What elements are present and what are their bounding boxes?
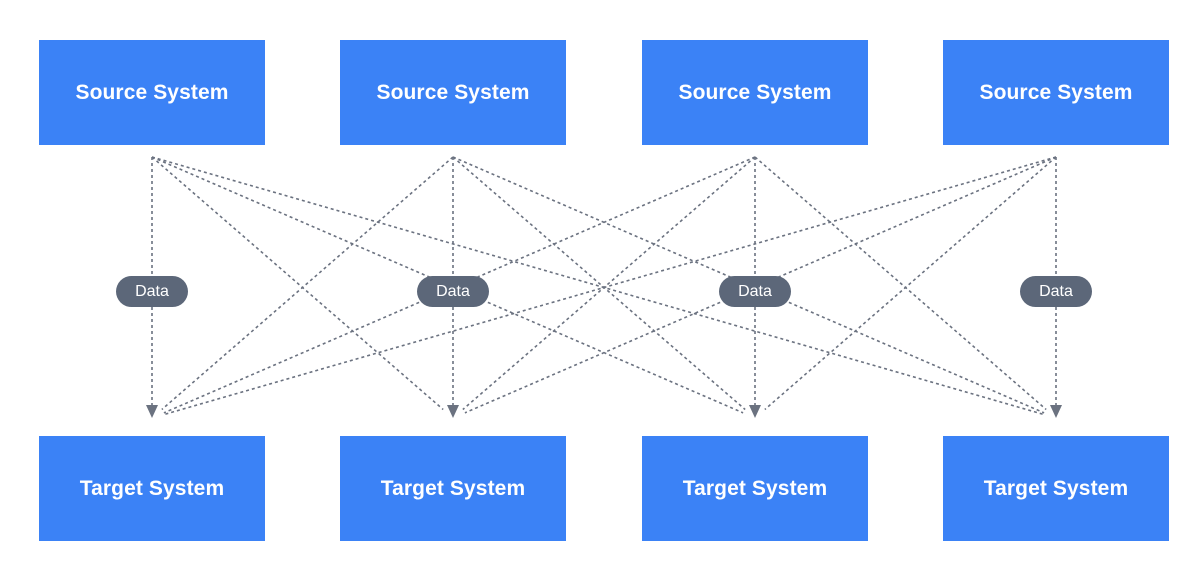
connector-line-s1-t3 — [151, 156, 744, 414]
connector-line-s4-t3 — [764, 156, 1057, 411]
connector-line-s3-t1 — [163, 156, 756, 414]
data-label-2: Data — [417, 276, 489, 307]
data-label-4: Data — [1020, 276, 1092, 307]
connector-line-s4-t1 — [164, 156, 1057, 416]
data-label-1: Data — [116, 276, 188, 307]
arrowhead-target-4 — [1050, 405, 1062, 418]
arrowhead-target-2 — [447, 405, 459, 418]
connector-line-s4-t2 — [464, 156, 1057, 414]
connector-line-s1-t2 — [151, 156, 444, 411]
target-system-3[interactable]: Target System — [642, 436, 868, 541]
connector-line-s1-t4 — [151, 156, 1044, 416]
data-label-3: Data — [719, 276, 791, 307]
target-system-2[interactable]: Target System — [340, 436, 566, 541]
connector-line-s2-t4 — [452, 156, 1045, 414]
connector-line-s3-t2 — [462, 156, 756, 411]
source-system-2[interactable]: Source System — [340, 40, 566, 145]
connector-line-s3-t4 — [754, 156, 1047, 411]
arrowhead-target-1 — [146, 405, 158, 418]
source-system-4[interactable]: Source System — [943, 40, 1169, 145]
arrowhead-target-3 — [749, 405, 761, 418]
connector-line-s2-t1 — [161, 156, 454, 411]
connector-line-s2-t3 — [452, 156, 746, 411]
source-system-3[interactable]: Source System — [642, 40, 868, 145]
target-system-1[interactable]: Target System — [39, 436, 265, 541]
target-system-4[interactable]: Target System — [943, 436, 1169, 541]
source-system-1[interactable]: Source System — [39, 40, 265, 145]
